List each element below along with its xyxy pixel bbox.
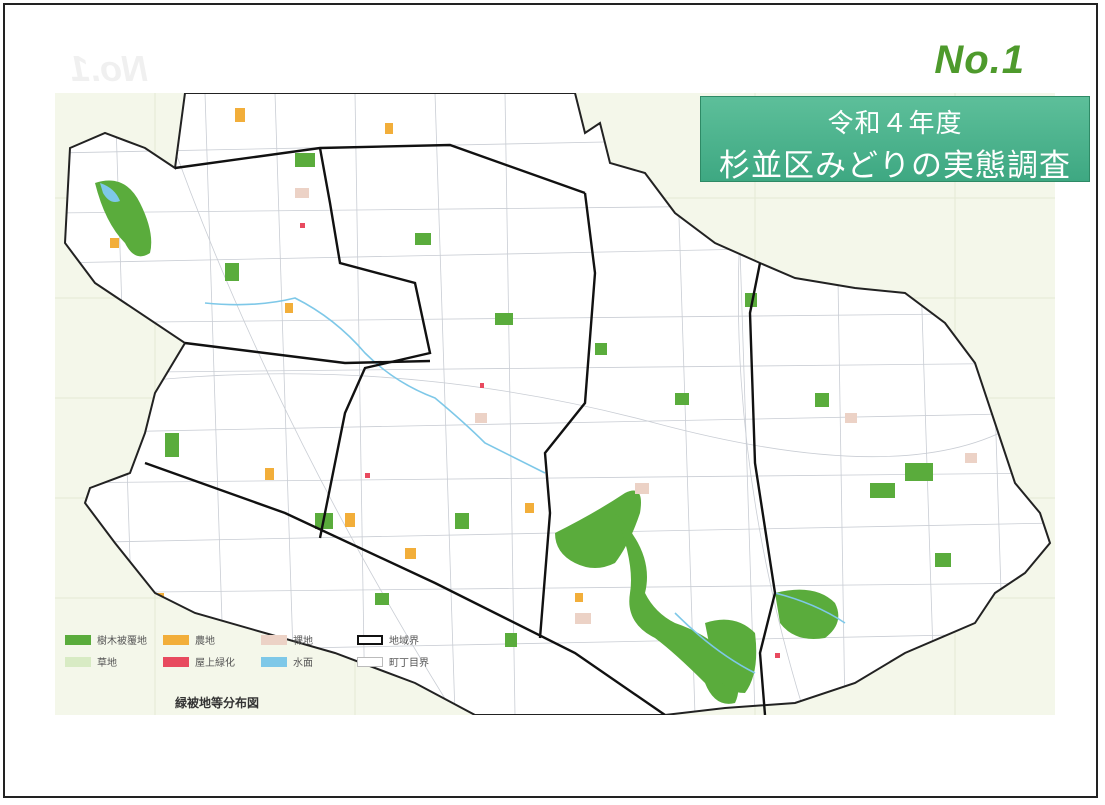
map-caption: 緑被地等分布図 (175, 696, 260, 710)
legend-swatch (163, 656, 189, 667)
legend-item-tree-cover: 樹木被覆地 (65, 632, 147, 647)
legend-item-grassland: 草地 (65, 654, 117, 669)
map-legend: 樹木被覆地 草地 農地 屋上緑化 裸地 水面 地域界 町丁目界 (65, 632, 445, 682)
legend-label: 裸地 (293, 636, 313, 647)
legend-swatch (357, 634, 383, 645)
legend-swatch (261, 656, 287, 667)
legend-item-bare-ground: 裸地 (261, 632, 313, 647)
legend-label: 草地 (97, 658, 117, 669)
legend-item-block-boundary: 町丁目界 (357, 654, 429, 669)
legend-item-rooftop: 屋上緑化 (163, 654, 235, 669)
legend-item-water: 水面 (261, 654, 313, 669)
legend-swatch (357, 656, 383, 667)
legend-label: 農地 (195, 636, 215, 647)
legend-swatch (261, 634, 287, 645)
legend-swatch (163, 634, 189, 645)
legend-swatch (65, 656, 91, 667)
page-number: No.1 (934, 38, 1025, 82)
farmland-patches (110, 108, 583, 603)
map-canvas (55, 93, 1055, 715)
legend-item-farmland: 農地 (163, 632, 215, 647)
water-features (100, 183, 846, 674)
legend-label: 地域界 (389, 636, 419, 647)
title-banner: 令和４年度 杉並区みどりの実態調査 (700, 96, 1090, 184)
bare-ground-patches (295, 188, 977, 624)
title-line-2: 杉並区みどりの実態調査 (719, 148, 1071, 184)
legend-swatch (65, 634, 91, 645)
green-cover-map (55, 93, 1055, 715)
title-line-1: 令和４年度 (827, 109, 963, 139)
bleed-through-text: No.1 (70, 48, 149, 89)
legend-label: 屋上緑化 (195, 658, 235, 669)
legend-label: 町丁目界 (389, 658, 429, 669)
legend-label: 樹木被覆地 (97, 636, 147, 647)
legend-item-district-boundary: 地域界 (357, 632, 419, 647)
ward-area (65, 93, 1050, 715)
rooftop-patches (300, 223, 780, 658)
district-boundaries (144, 143, 777, 715)
legend-label: 水面 (293, 658, 313, 669)
